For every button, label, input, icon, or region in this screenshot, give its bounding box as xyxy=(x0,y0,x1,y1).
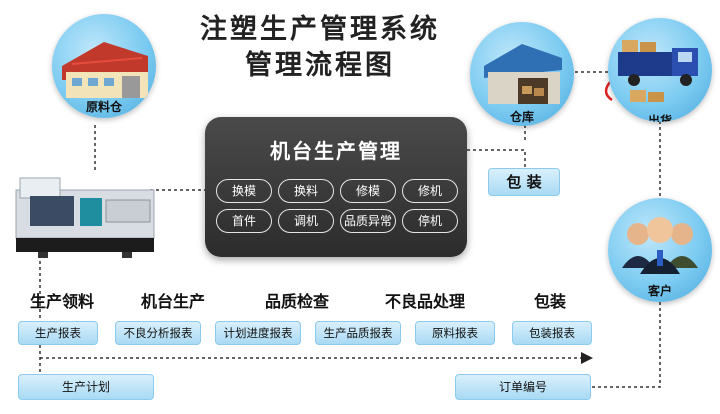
machine-management-panel: 机台生产管理 换模 换料 修模 修机 首件 调机 品质异常 停机 xyxy=(205,117,467,257)
shipment-label: 出货 xyxy=(647,114,672,122)
packaging-box: 包 装 xyxy=(488,168,560,196)
title-line-2: 管理流程图 xyxy=(245,50,395,81)
truck-icon xyxy=(618,40,698,102)
warehouse-label: 仓库 xyxy=(509,110,534,124)
pill-machine-tuning: 调机 xyxy=(278,209,334,233)
raw-warehouse-node: 原料仓 xyxy=(52,14,156,118)
report-plan-progress: 计划进度报表 xyxy=(215,321,301,345)
report-production-quality: 生产品质报表 xyxy=(315,321,401,345)
report-production: 生产报表 xyxy=(18,321,98,345)
injection-machine-image xyxy=(10,168,160,260)
stage-packaging: 包装 xyxy=(533,292,566,311)
report-defect-analysis: 不良分析报表 xyxy=(115,321,201,345)
stage-material-issue: 生产领料 xyxy=(29,292,94,311)
pill-shutdown: 停机 xyxy=(402,209,458,233)
people-icon xyxy=(622,217,698,274)
title-line-1: 注塑生产管理系统 xyxy=(200,14,440,45)
order-number-box: 订单编号 xyxy=(455,374,591,400)
diagram-title: 注塑生产管理系统 管理流程图 xyxy=(170,12,470,84)
pill-first-article: 首件 xyxy=(216,209,272,233)
connector-panel-to-packaging xyxy=(467,149,526,170)
report-packaging: 包装报表 xyxy=(512,321,592,345)
stage-machine-production: 机台生产 xyxy=(140,292,205,311)
injection-machine-icon xyxy=(15,177,155,258)
customer-node: 客户 xyxy=(608,198,712,302)
factory-icon xyxy=(62,42,148,98)
pill-mold-repair: 修模 xyxy=(340,179,396,203)
pill-material-change: 换料 xyxy=(278,179,334,203)
customer-label: 客户 xyxy=(647,284,672,298)
report-raw-material: 原料报表 xyxy=(415,321,495,345)
shipment-node: 出货 xyxy=(608,18,712,122)
warehouse-node: 仓库 xyxy=(470,22,574,126)
connector-customer-to-order xyxy=(590,290,661,388)
panel-title: 机台生产管理 xyxy=(270,139,402,163)
stage-quality-inspection: 品质检查 xyxy=(264,292,329,311)
pill-quality-exception: 品质异常 xyxy=(340,209,396,233)
pill-machine-repair: 修机 xyxy=(402,179,458,203)
production-plan-box: 生产计划 xyxy=(18,374,154,400)
pill-mold-change: 换模 xyxy=(216,179,272,203)
warehouse-icon xyxy=(484,44,562,104)
raw-warehouse-label: 原料仓 xyxy=(85,100,122,114)
stage-defect-handling: 不良品处理 xyxy=(384,292,465,311)
